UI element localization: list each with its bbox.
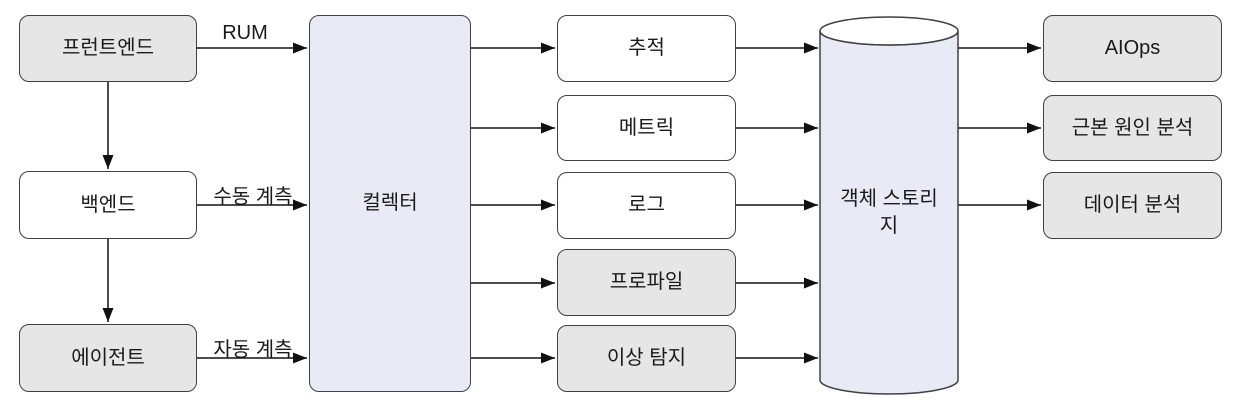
edge-label-rum: RUM [222,22,268,44]
node-backend: 백엔드 [19,171,197,239]
edge-label-auto-instrumentation: 자동 계측 [213,339,293,361]
node-collector: 컬렉터 [309,15,471,392]
node-anomaly-detection: 이상 탐지 [557,325,736,392]
node-aiops: AIOps [1043,15,1222,82]
node-frontend: 프런트엔드 [19,15,197,82]
node-object-storage-label: 객체 스토리지 [840,188,938,237]
node-traces: 추적 [557,15,736,82]
node-profiles: 프로파일 [557,249,736,316]
node-metrics: 메트릭 [557,95,736,161]
node-logs: 로그 [557,172,736,239]
edge-label-manual-instrumentation: 수동 계측 [213,186,293,208]
node-agent: 에이전트 [19,324,197,392]
node-data-analysis: 데이터 분석 [1043,172,1222,239]
node-root-cause-analysis: 근본 원인 분석 [1043,95,1222,161]
object-storage-cylinder-lid [819,16,959,46]
